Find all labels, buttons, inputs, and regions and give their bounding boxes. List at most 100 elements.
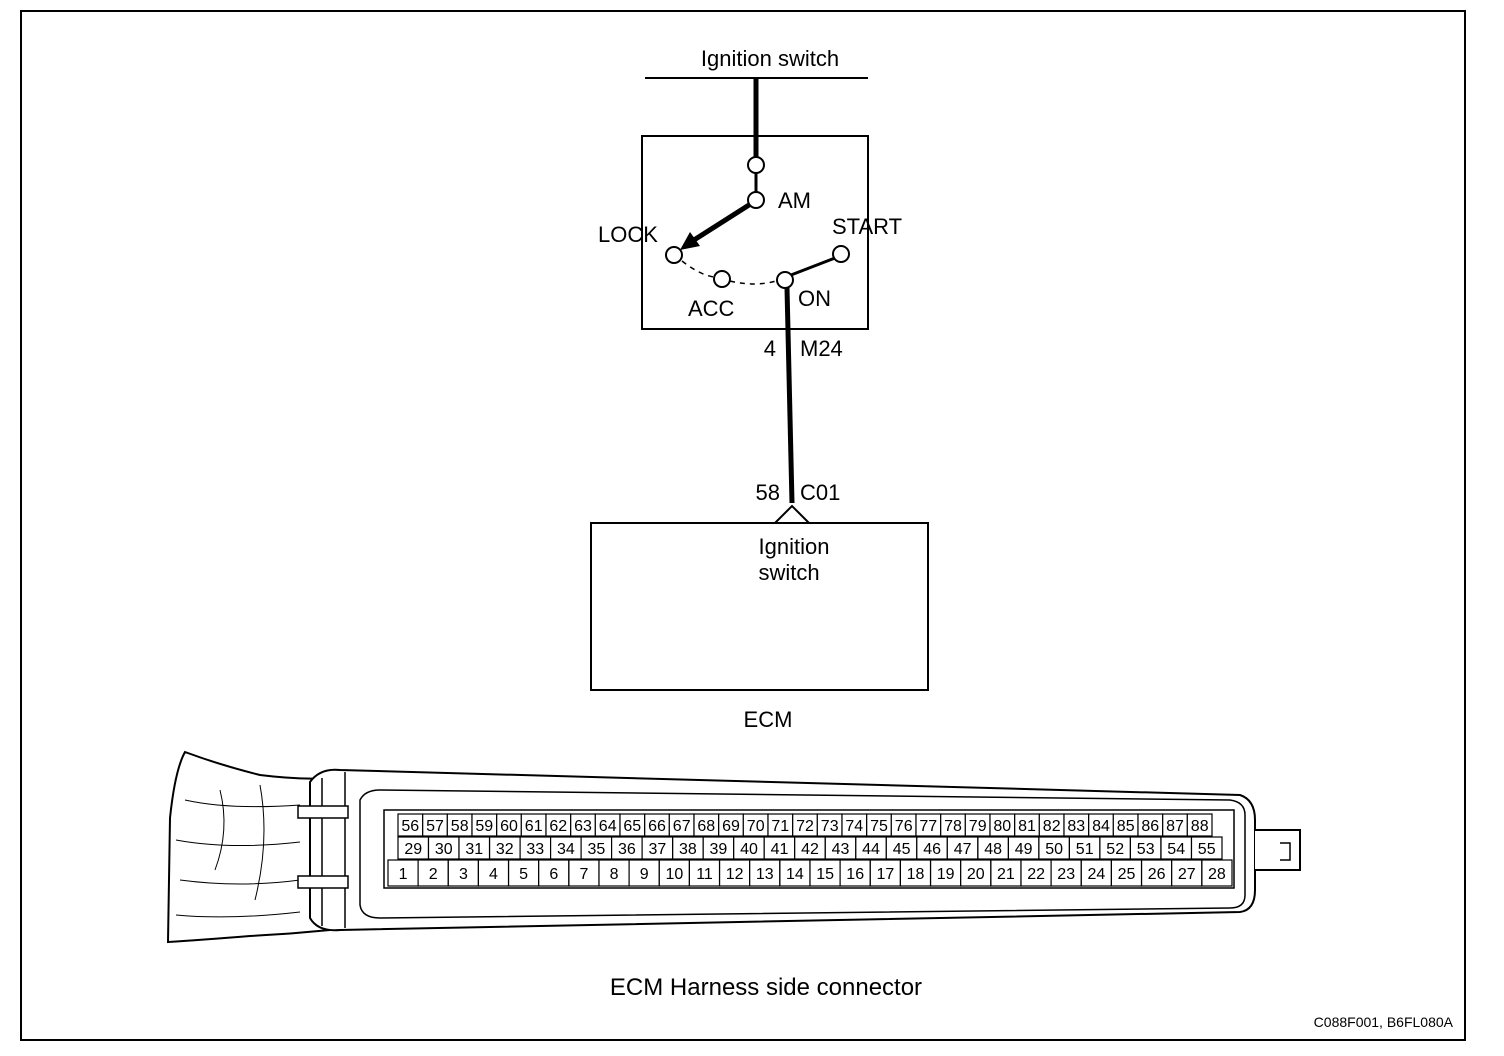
pin-cell-56: 56	[397, 813, 424, 837]
ecm-label: ECM	[744, 707, 793, 732]
pin-box	[628, 859, 660, 887]
switch-arm	[692, 202, 751, 243]
pin-number: 48	[984, 841, 1002, 858]
pin-cell-55: 55	[1190, 836, 1223, 860]
pin-number: 50	[1045, 841, 1063, 858]
pin-cell-33: 33	[519, 836, 552, 860]
pin-number: 43	[832, 841, 850, 858]
pin-cell-44: 44	[855, 836, 887, 860]
pin-cell-37: 37	[641, 836, 674, 860]
pin-cell-78: 78	[940, 813, 967, 837]
pin-cell-14: 14	[779, 859, 811, 887]
pin-cell-73: 73	[816, 813, 843, 837]
terminal-start	[832, 245, 850, 263]
pin-cell-85: 85	[1112, 813, 1139, 837]
pin-cell-17: 17	[869, 859, 901, 887]
pin-cell-7: 7	[568, 859, 600, 887]
upper-connector-pin: 4	[764, 336, 776, 361]
pin-cell-80: 80	[989, 813, 1016, 837]
contact-path-dashed-2	[729, 280, 777, 285]
pin-number: 27	[1178, 866, 1196, 883]
pin-number: 24	[1088, 866, 1106, 883]
pin-cell-4: 4	[477, 859, 510, 887]
pin-cell-79: 79	[964, 813, 991, 837]
position-lock-label: LOCK	[598, 222, 658, 247]
pin-cell-86: 86	[1137, 813, 1164, 837]
pin-box	[929, 859, 962, 887]
pin-number: 83	[1067, 818, 1085, 835]
pin-cell-63: 63	[570, 813, 597, 837]
pin-cell-70: 70	[742, 813, 769, 837]
pin-number: 71	[771, 818, 789, 835]
pin-cell-40: 40	[733, 836, 765, 860]
pin-cell-75: 75	[866, 813, 893, 837]
pin-number: 25	[1118, 866, 1136, 883]
pin-number: 11	[696, 866, 713, 883]
pin-number: 49	[1015, 841, 1033, 858]
pin-number: 39	[710, 841, 728, 858]
pin-box	[960, 859, 992, 887]
pin-cell-77: 77	[915, 813, 942, 837]
pin-cell-8: 8	[598, 859, 630, 887]
terminal-acc	[713, 270, 731, 288]
pin-number: 76	[895, 818, 913, 835]
position-start-label: START	[832, 214, 902, 239]
pin-cell-27: 27	[1171, 859, 1203, 887]
pin-number: 67	[673, 818, 691, 835]
pin-number: 6	[549, 866, 558, 883]
pin-cell-6: 6	[538, 859, 570, 887]
pin-number: 65	[623, 818, 641, 835]
pin-number: 10	[666, 866, 684, 883]
pin-box	[779, 859, 811, 887]
pin-number: 30	[435, 841, 453, 858]
pin-number: 3	[459, 866, 468, 883]
pin-box	[990, 859, 1022, 887]
pin-number: 26	[1148, 866, 1166, 883]
pin-cell-64: 64	[594, 813, 621, 837]
pin-cell-35: 35	[580, 836, 613, 860]
pin-number: 78	[944, 818, 962, 835]
pin-cell-74: 74	[841, 813, 868, 837]
pin-box	[1140, 859, 1173, 887]
pin-number: 70	[747, 818, 765, 835]
pin-cell-41: 41	[763, 836, 796, 860]
switch-arm-arrowhead	[680, 232, 700, 250]
pin-number: 82	[1043, 818, 1061, 835]
pin-number: 63	[574, 818, 592, 835]
pin-cell-11: 11	[688, 859, 721, 887]
pin-box	[1190, 836, 1223, 860]
pin-box	[1020, 859, 1052, 887]
pin-cell-69: 69	[718, 813, 745, 837]
latch-clip-top	[297, 805, 349, 819]
pin-box	[538, 859, 570, 887]
pin-number: 79	[969, 818, 987, 835]
pin-cell-88: 88	[1186, 813, 1213, 837]
pin-number: 23	[1057, 866, 1075, 883]
pin-number: 16	[846, 866, 864, 883]
pin-number: 77	[919, 818, 937, 835]
pin-cell-61: 61	[520, 813, 547, 837]
pin-cell-60: 60	[496, 813, 523, 837]
pin-number: 42	[801, 841, 819, 858]
pin-number: 62	[549, 818, 567, 835]
pin-number: 2	[429, 866, 438, 883]
pin-number: 18	[907, 866, 925, 883]
pin-cell-39: 39	[702, 836, 735, 860]
ecm-box-line2: switch	[758, 560, 819, 585]
lower-connector-pin: 58	[756, 480, 780, 505]
terminal-lock	[665, 246, 683, 264]
pin-number: 84	[1092, 818, 1110, 835]
pin-number: 40	[740, 841, 758, 858]
pin-cell-19: 19	[929, 859, 962, 887]
pin-cell-3: 3	[447, 859, 479, 887]
pin-cell-10: 10	[658, 859, 690, 887]
pin-cell-76: 76	[890, 813, 917, 837]
pin-number: 47	[954, 841, 972, 858]
pin-number: 72	[796, 818, 814, 835]
pin-number: 45	[893, 841, 911, 858]
pin-box	[749, 859, 781, 887]
pin-cell-28: 28	[1201, 859, 1233, 887]
pin-cell-12: 12	[718, 859, 751, 887]
